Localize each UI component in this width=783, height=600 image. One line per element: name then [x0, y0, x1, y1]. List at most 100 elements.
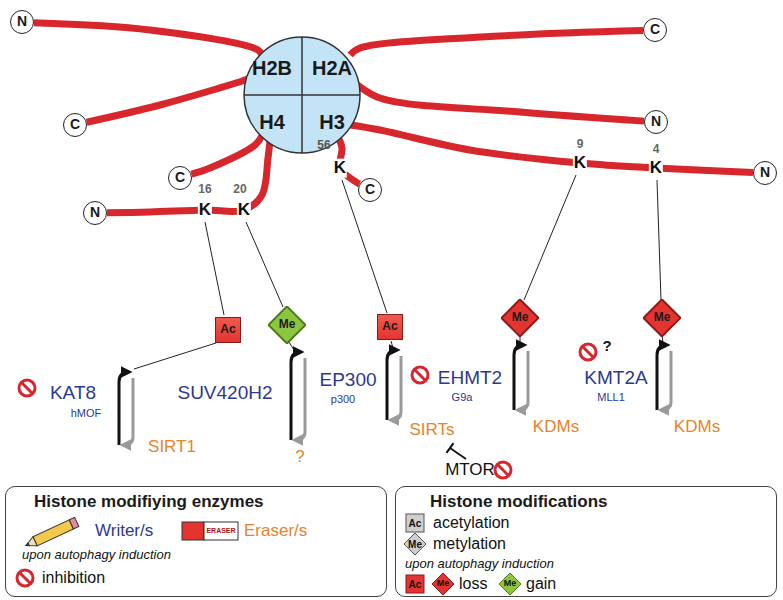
leader-line	[657, 180, 661, 300]
methyl-mark: Me	[501, 299, 539, 337]
legend-heading: Histone modifications	[430, 493, 776, 512]
acetyl-loss-sample	[406, 575, 424, 593]
lysine-label: K	[573, 154, 587, 173]
histone-quadrant: H4	[255, 109, 289, 135]
node-label: Me	[654, 311, 671, 324]
icon-text: ERASER	[206, 527, 235, 535]
legend-text: loss	[459, 575, 487, 593]
tail-terminus: N	[83, 201, 107, 225]
node-label: H4	[259, 111, 285, 133]
residue-number: 16	[198, 183, 211, 196]
nucleosome-core	[244, 37, 360, 153]
leader-line	[134, 343, 216, 369]
legend-note: upon autophagy induction	[405, 557, 554, 571]
eraser-arrow	[123, 378, 133, 445]
node-label: H2A	[312, 57, 352, 79]
acetyl-sample	[406, 514, 424, 532]
writer-arrow	[387, 350, 397, 420]
writer-arrow	[514, 345, 524, 410]
inhibition-sign	[495, 462, 511, 478]
enzyme-label: p300	[331, 393, 355, 405]
tail-terminus: N	[10, 10, 34, 34]
methyl-mark: Me	[643, 299, 681, 337]
residue-number: 9	[577, 138, 584, 151]
tail-terminus: N	[753, 161, 777, 185]
legend-heading: Histone modifiying enzymes	[34, 493, 386, 512]
histone-tail	[191, 135, 262, 174]
writer-arrow	[291, 352, 301, 440]
inhibition-sign	[412, 367, 428, 383]
lysine-label: K	[198, 201, 212, 220]
enzyme-label: KDMs	[533, 418, 579, 437]
node-label: Ac	[382, 320, 397, 333]
legend-sample-text: Me	[504, 579, 517, 589]
legend-text: Eraser/s	[244, 522, 307, 541]
node-label: C	[650, 22, 660, 37]
legend-note: upon autophagy induction	[22, 548, 171, 562]
enzyme-label: KAT8	[50, 383, 96, 404]
legend-sample-text: Ac	[409, 518, 422, 529]
enzyme-label: SIRT1	[148, 438, 196, 457]
tail-terminus: C	[358, 178, 382, 202]
histone-tail	[34, 23, 262, 55]
enzyme-label: ?	[602, 338, 611, 355]
enzyme-label: EP300	[319, 370, 376, 391]
legend-text: inhibition	[42, 569, 105, 587]
legend-text: acetylation	[433, 514, 510, 532]
legend-text: Writer/s	[95, 522, 153, 541]
methyl-mark: Me	[268, 306, 306, 344]
enzyme-label: EHMT2	[438, 368, 502, 389]
node-label: C	[70, 117, 80, 132]
eraser-arrow	[391, 356, 401, 420]
lysine-label: K	[649, 159, 663, 178]
node-label: Me	[512, 311, 529, 324]
histone-quadrant: H2A	[308, 55, 356, 81]
inhibition-sign	[17, 570, 33, 586]
histone-quadrant: H3	[315, 109, 349, 135]
residue-number: 20	[233, 183, 246, 196]
tail-terminus: N	[644, 110, 668, 134]
eraser-arrow	[295, 358, 305, 440]
inhibition-sign	[580, 344, 596, 360]
quadrant-divider	[244, 94, 360, 96]
tail-terminus: C	[63, 113, 87, 137]
diamond-shape	[643, 299, 680, 336]
enzyme-label: KDMs	[674, 418, 720, 437]
node-label: H2B	[252, 57, 292, 79]
histone-tail	[349, 125, 753, 173]
tail-terminus: C	[643, 18, 667, 42]
lysine-label: K	[237, 201, 251, 220]
legend-sample-text: Me	[437, 579, 450, 589]
diamond-shape	[268, 306, 305, 343]
pencil-icon	[24, 517, 79, 550]
eraser-arrow	[661, 351, 671, 410]
node-label: N	[651, 114, 661, 129]
node-label: N	[90, 205, 100, 220]
leader-line	[391, 341, 393, 348]
leader-line	[246, 222, 283, 307]
lysine-label: K	[333, 159, 347, 178]
residue-number: 56	[317, 139, 330, 152]
residue-number: 4	[653, 143, 660, 156]
leader-line	[289, 342, 294, 350]
histone-tail	[87, 79, 248, 123]
enzyme-label: hMOF	[71, 407, 102, 419]
tail-terminus: C	[168, 166, 192, 190]
acetyl-mark: Ac	[215, 317, 241, 343]
inhibition-sign	[19, 380, 35, 396]
writer-arrow	[657, 345, 667, 410]
node-label: N	[17, 14, 27, 29]
eraser-arrow	[518, 351, 528, 410]
histone-tail	[353, 81, 644, 121]
methyl-loss-sample	[432, 573, 454, 595]
methyl-sample	[404, 533, 426, 555]
inhibition-bar	[447, 443, 454, 453]
legend-sample-text: Me	[408, 539, 422, 550]
enzyme-label: G9a	[452, 391, 473, 403]
methyl-gain-sample	[499, 573, 521, 595]
legend-text: gain	[526, 575, 556, 593]
eraser-icon	[182, 522, 238, 540]
enzyme-label: MLL1	[597, 391, 625, 403]
histone-tail	[350, 30, 643, 55]
enzyme-label: SIRTs	[409, 421, 454, 440]
